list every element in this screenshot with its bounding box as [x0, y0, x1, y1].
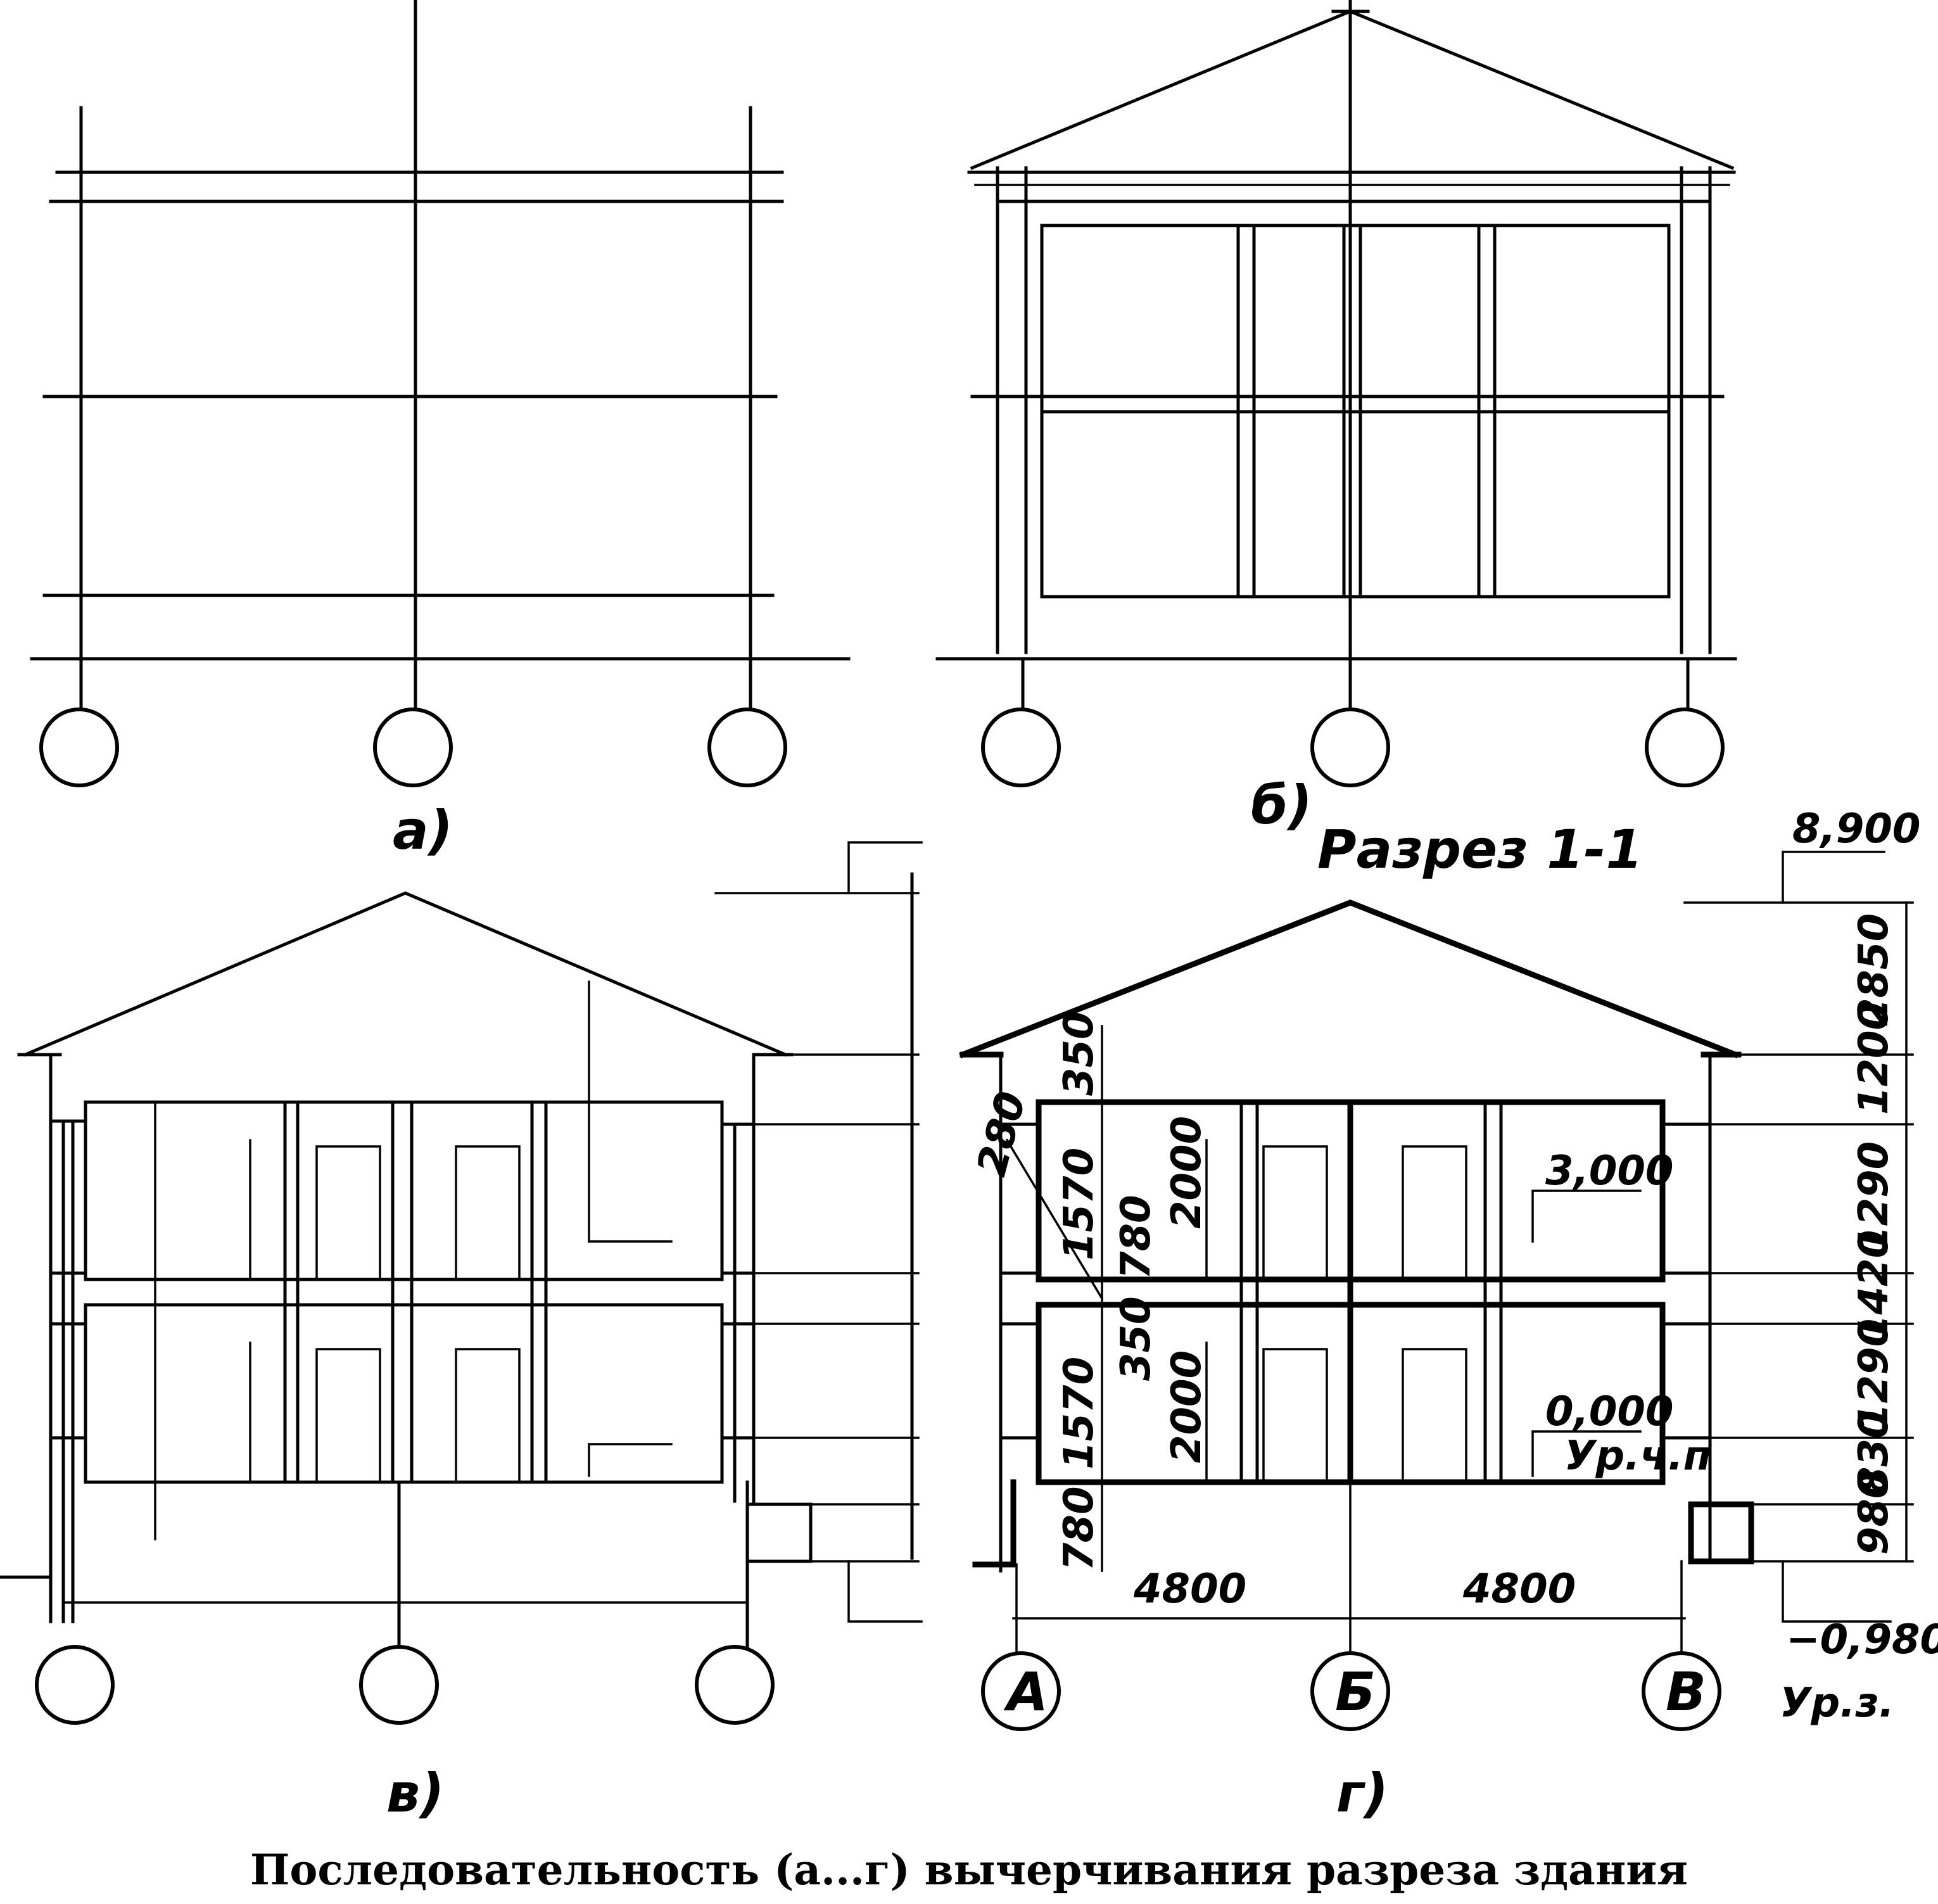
right-dim-1420: 1420: [1851, 1230, 1897, 1343]
left-dim-780-top: 780: [1113, 1195, 1160, 1279]
level-ground: −0,980: [1786, 1616, 1938, 1663]
label-g: г): [1336, 1762, 1388, 1824]
label-v: в): [386, 1762, 445, 1824]
left-dim-1570-bottom: 1570: [1056, 1357, 1103, 1469]
figure-caption: Последовательность (а...г) вычерчивания …: [250, 1845, 1688, 1894]
right-dim-1290-bottom: 1290: [1851, 1319, 1897, 1431]
axis-marker-g1: [981, 1651, 1061, 1731]
level-floor2: 3,000: [1545, 1148, 1673, 1195]
axis-marker-a3: [707, 708, 787, 787]
panel-b: б): [935, 0, 1737, 836]
panel-a: а): [30, 0, 851, 861]
axis-marker-g3: [1642, 1651, 1721, 1731]
left-dim-780-bottom: 780: [1056, 1486, 1103, 1571]
axis-marker-b3: [1645, 708, 1725, 787]
door-dim-bottom: 2000: [1163, 1350, 1210, 1463]
axis-label-b: Б: [1335, 1661, 1376, 1723]
label-b: б): [1251, 774, 1312, 836]
right-dim-1200: 1200: [1851, 1002, 1897, 1115]
axis-marker-v3: [695, 1645, 775, 1725]
axis-marker-v1: [35, 1645, 115, 1725]
axis-marker-b1: [981, 708, 1061, 787]
level-top: 8,900: [1792, 806, 1920, 853]
axis-marker-a1: [39, 708, 119, 787]
left-dim-350-top: 350: [1056, 1011, 1103, 1096]
axis-marker-g2: [1310, 1651, 1390, 1731]
level-ground-note: Ур.з.: [1780, 1680, 1894, 1727]
door-dim-top: 2000: [1163, 1116, 1210, 1229]
span-dim-2: 4800: [1462, 1566, 1576, 1613]
axis-label-a: А: [1003, 1661, 1048, 1723]
right-dim-980: 980: [1851, 1470, 1897, 1555]
slab-dim: 280: [968, 1087, 1036, 1181]
left-dim-1570-top: 1570: [1056, 1148, 1103, 1260]
right-dim-1290-top: 1290: [1851, 1141, 1897, 1254]
axis-marker-v2: [359, 1645, 439, 1725]
panel-g: А Б В 8,900 3,000 0,000 Ур.ч.п −0,980 Ур…: [959, 806, 1938, 1824]
right-dim-830: 830: [1851, 1410, 1897, 1495]
left-dim-350-bottom: 350: [1113, 1296, 1160, 1381]
axis-marker-b2: [1310, 708, 1390, 787]
level-floor1: 0,000: [1545, 1388, 1673, 1435]
level-floor1-note: Ур.ч.п: [1564, 1433, 1711, 1480]
panel-v: в): [0, 841, 923, 1824]
axis-label-v: В: [1666, 1661, 1706, 1723]
axis-marker-a2: [373, 708, 453, 787]
right-dim-2850: 2850: [1851, 913, 1897, 1026]
label-a: а): [393, 799, 453, 861]
span-dim-1: 4800: [1133, 1566, 1246, 1613]
section-title: Разрез 1-1: [1317, 818, 1643, 880]
